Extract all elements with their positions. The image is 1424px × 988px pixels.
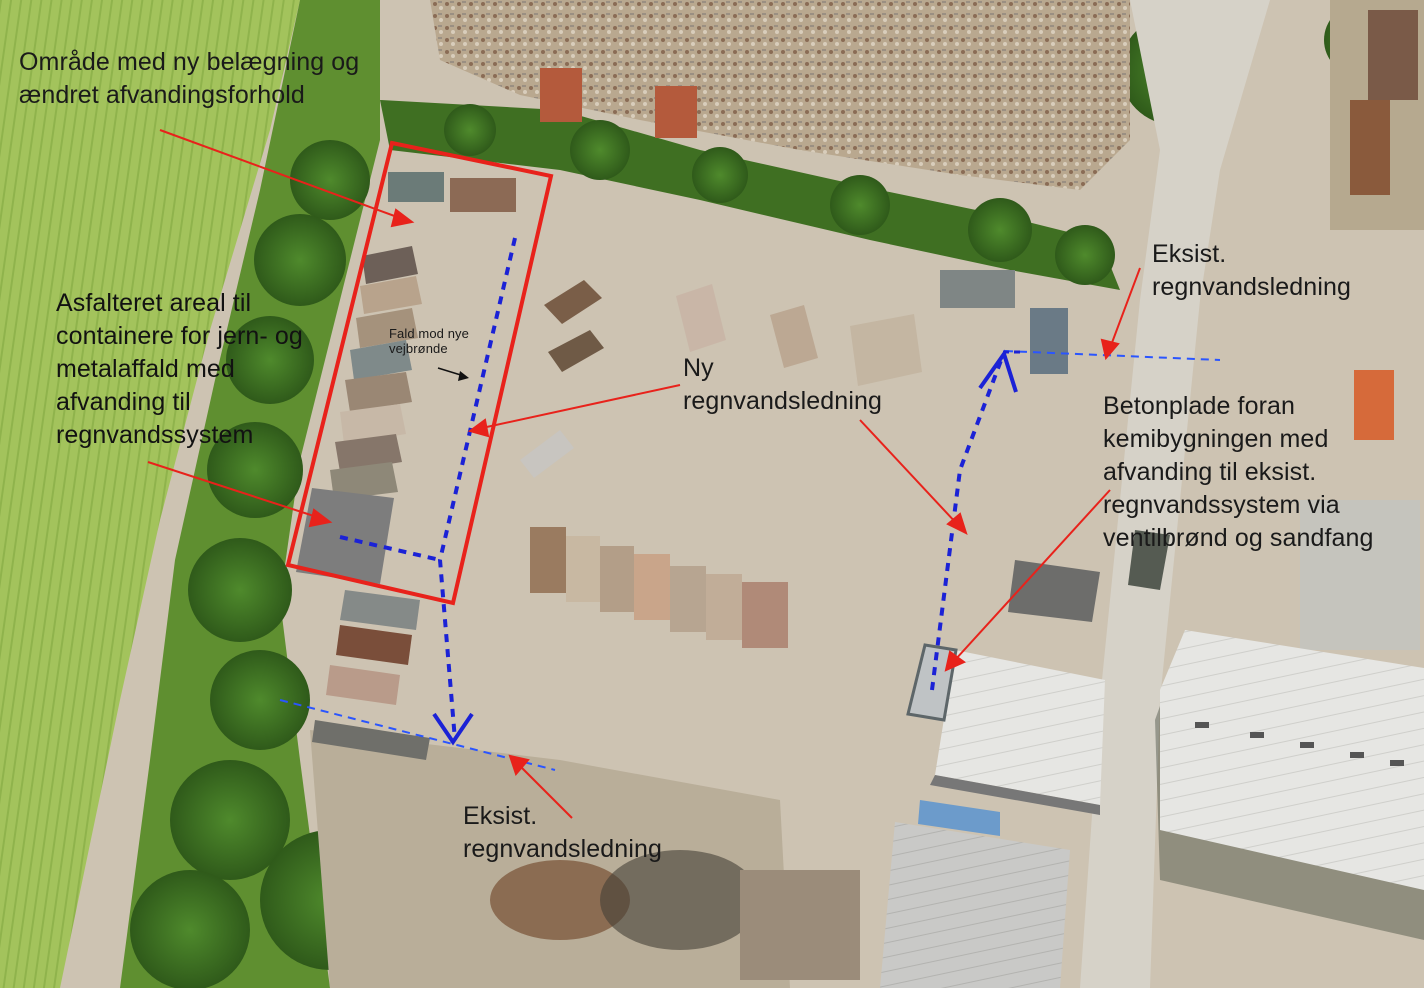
existing-drain-lines: [279, 350, 1221, 771]
asphalt-area: [296, 488, 394, 584]
storage-area-top: [430, 0, 1130, 190]
shed: [540, 68, 582, 122]
containers-middle: [520, 280, 922, 648]
tree-belt-top: [380, 4, 1396, 290]
shed: [1030, 308, 1068, 374]
containers-metal: [330, 172, 516, 500]
label-new-surface-area: Område med ny belægning og ændret afvand…: [19, 48, 360, 109]
container: [1354, 370, 1394, 440]
tree-belt-left: [120, 0, 400, 988]
label-new-drain: Ny regnvandsledning: [683, 354, 882, 415]
flow-chevron-icon: [432, 349, 1018, 746]
debris-pile: [600, 850, 760, 950]
container: [1368, 10, 1418, 100]
building-bottom: [880, 800, 1070, 988]
containers-south: [740, 870, 860, 980]
slope-arrow-icon: [437, 367, 469, 381]
access-road: [1080, 0, 1270, 988]
roof: [1300, 500, 1420, 650]
small-building: [1128, 530, 1170, 590]
garage: [940, 270, 1015, 308]
new-drain-lines: [339, 237, 1020, 741]
label-existing-drain-top: Eksist. regnvandsledning: [1152, 240, 1351, 301]
container: [1350, 100, 1390, 195]
chemical-building: [930, 650, 1105, 815]
new-surface-outline: [285, 140, 554, 606]
shed: [655, 86, 697, 138]
warehouse-large: [1155, 630, 1424, 940]
containers-west: [312, 590, 430, 760]
label-concrete-slab: Betonplade foran kemibygningen med afvan…: [1103, 392, 1374, 552]
label-slope-note: Fald mod nye vejbrønde: [389, 326, 469, 356]
red-arrow-icon: [147, 129, 1141, 819]
label-existing-drain-bottom: Eksist. regnvandsledning: [463, 802, 662, 863]
agricultural-field: [0, 0, 300, 988]
debris-pile: [490, 860, 630, 940]
label-asphalt-area: Asfalteret areal til containere for jern…: [56, 289, 303, 449]
